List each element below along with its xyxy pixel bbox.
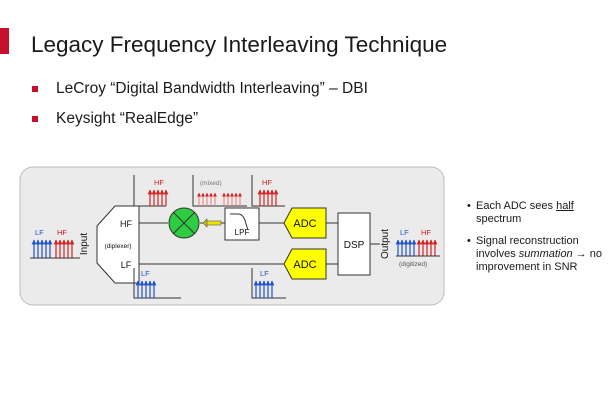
- svg-text:LPF: LPF: [235, 228, 250, 237]
- diplexer-label: (diplexer): [104, 243, 131, 250]
- adc-block-hf: ADC: [283, 207, 327, 239]
- input-lf-label: LF: [35, 228, 44, 237]
- slide-title: Legacy Frequency Interleaving Technique: [31, 32, 448, 57]
- adc-block-lf: ADC: [283, 248, 327, 280]
- svg-text:DSP: DSP: [344, 240, 365, 251]
- dsp-block: DSP: [337, 212, 371, 276]
- title-accent-bar: [0, 28, 9, 54]
- note-item: • Signal reconstruction involves summati…: [467, 235, 602, 273]
- frequency-shift-arrow-icon: [202, 218, 222, 228]
- svg-text:LF: LF: [260, 269, 269, 278]
- svg-text:ADC: ADC: [293, 259, 316, 271]
- output-label: Output: [380, 229, 391, 259]
- note-item: • Each ADC sees half spectrum: [467, 200, 574, 225]
- bullet-item: Keysight “RealEdge”: [30, 110, 368, 140]
- mixed-label: (mixed): [200, 180, 222, 187]
- svg-text:ADC: ADC: [293, 218, 316, 230]
- bullet-square-icon: [32, 86, 38, 92]
- digitized-label: (digitized): [399, 261, 427, 268]
- input-hf-label: HF: [57, 228, 67, 237]
- bullet-list: LeCroy “Digital Bandwidth Interleaving” …: [30, 80, 368, 140]
- input-label: Input: [79, 233, 90, 255]
- side-notes: • Each ADC sees half spectrum • Signal r…: [467, 200, 607, 283]
- hf-spectrum-top: HF: [133, 175, 169, 207]
- mixed-spectrum: (mixed): [192, 175, 247, 207]
- diplexer-lf-label: LF: [121, 260, 132, 270]
- svg-text:HF: HF: [154, 178, 164, 187]
- bullet-item: LeCroy “Digital Bandwidth Interleaving” …: [30, 80, 368, 110]
- output-lf-label: LF: [400, 228, 409, 237]
- svg-text:LF: LF: [141, 269, 150, 278]
- lf-spectrum-bottom-left: LF: [133, 268, 181, 299]
- note-bullet-icon: •: [467, 235, 471, 247]
- output-hf-label: HF: [421, 228, 431, 237]
- lf-spectrum-bottom-right: LF: [251, 268, 286, 299]
- bullet-square-icon: [32, 116, 38, 122]
- diplexer-hf-label: HF: [120, 219, 132, 229]
- hf-spectrum-after-lpf: HF: [251, 175, 285, 207]
- svg-text:HF: HF: [262, 178, 272, 187]
- lpf-block: LPF: [224, 207, 260, 241]
- output-spectrum: LF HF (digitized): [395, 228, 440, 268]
- mixer-icon: [168, 207, 200, 239]
- note-bullet-icon: •: [467, 200, 471, 212]
- input-spectrum: LF HF: [30, 228, 80, 259]
